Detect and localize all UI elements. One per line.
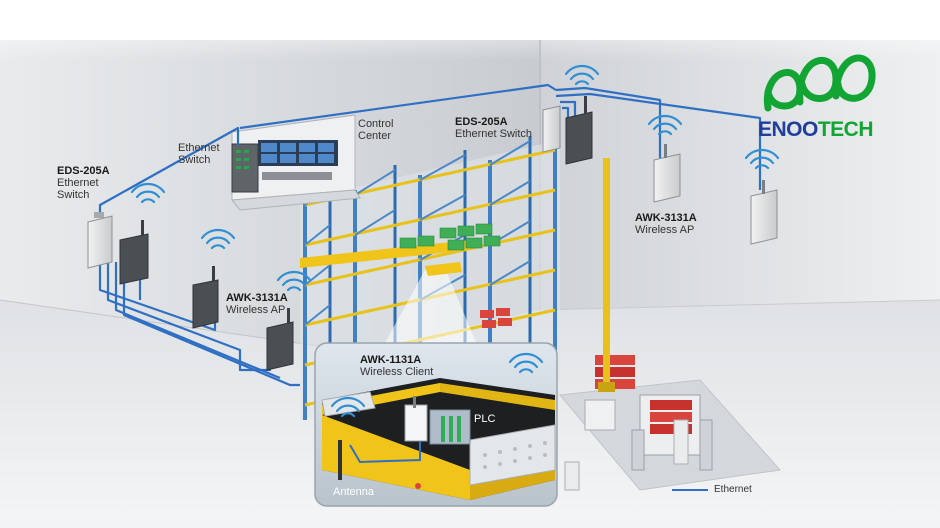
enootech-logo-text: ENOOTECH — [758, 118, 874, 142]
label-eds-205a-right-line2: Ethernet Switch — [455, 128, 533, 140]
label-eds-205a-left-line2: Switch — [57, 189, 90, 201]
label-eds-205a-right-model: EDS-205A — [455, 116, 508, 128]
awk-3131a-middle-ap-icon — [266, 308, 294, 371]
awk-3131a-right-ap-icon — [653, 144, 681, 203]
crane-pole — [603, 158, 610, 388]
label-awk-3131a-right-model: AWK-3131A — [635, 212, 697, 224]
label-eds-205a-left-model: EDS-205A — [57, 165, 110, 177]
label-ethernet-switch-top-line1: Ethernet — [178, 142, 220, 154]
callout-funnel — [380, 268, 480, 352]
enootech-logo-icon — [763, 54, 876, 112]
legend: Ethernet — [672, 484, 752, 495]
logo-text-green: TECH — [817, 118, 874, 141]
label-awk-3131a-right: AWK-3131A Wireless AP — [635, 212, 697, 236]
awk-3131a-far-right-ap-icon — [750, 180, 778, 245]
control-center-room — [231, 114, 361, 211]
logo-text-blue: ENOO — [758, 118, 818, 141]
label-awk-3131a-right-line2: Wireless AP — [635, 224, 695, 236]
label-awk-3131a-left: AWK-3131A Wireless AP — [226, 292, 288, 316]
eds-205a-left-switch-icon — [87, 212, 149, 285]
label-awk-1131a-line2: Wireless Client — [360, 366, 434, 378]
label-antenna: Antenna — [333, 486, 374, 498]
label-control-center: Control Center — [358, 118, 393, 142]
label-eds-205a-right: EDS-205A Ethernet Switch — [455, 116, 532, 140]
label-ethernet-switch-top: Ethernet Switch — [178, 142, 220, 166]
back-wall-right — [540, 40, 940, 310]
label-awk-3131a-left-line2: Wireless AP — [226, 304, 286, 316]
label-awk-1131a: AWK-1131A Wireless Client — [360, 354, 433, 378]
legend-ethernet-label: Ethernet — [714, 484, 752, 495]
legend-ethernet-line — [672, 488, 708, 491]
label-awk-3131a-left-model: AWK-3131A — [226, 292, 288, 304]
label-control-center-line2: Center — [358, 130, 392, 142]
label-control-center-line1: Control — [358, 118, 394, 130]
label-awk-1131a-model: AWK-1131A — [360, 354, 422, 366]
label-ethernet-switch-top-line2: Switch — [178, 154, 211, 166]
agv-detail-inset — [314, 342, 558, 507]
label-plc: PLC — [474, 413, 496, 425]
ethernet-switch-control-icon — [231, 143, 259, 193]
label-eds-205a-left-line1: Ethernet — [57, 177, 99, 189]
wifi-signal-icons — [130, 64, 780, 292]
eds-205a-right-switch-icon — [542, 96, 593, 165]
label-eds-205a-left: EDS-205A Ethernet Switch — [57, 165, 110, 201]
awk-3131a-left-ap-icon — [192, 266, 219, 329]
